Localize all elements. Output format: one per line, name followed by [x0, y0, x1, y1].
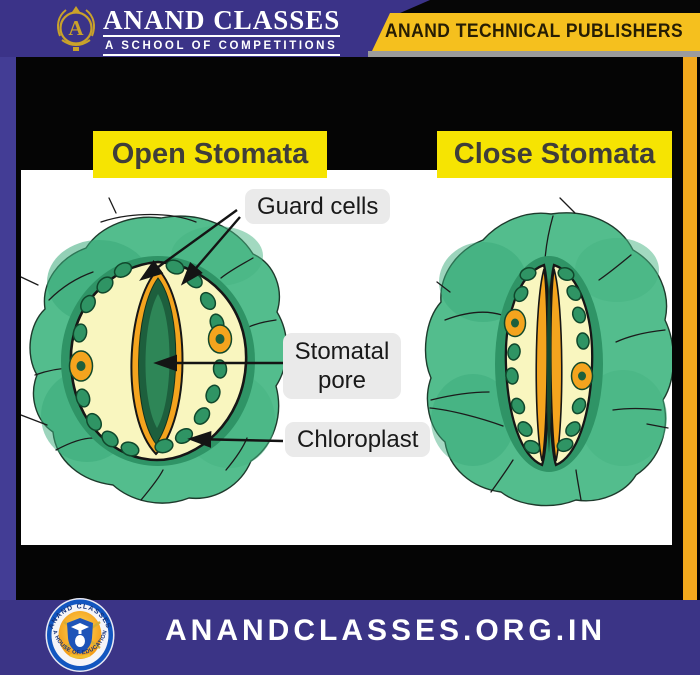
laurel-logo-icon: A: [57, 6, 95, 51]
diagram-panel: [20, 170, 675, 545]
publisher-banner: ANAND TECHNICAL PUBLISHERS: [372, 13, 700, 51]
brand-name: ANAND CLASSES: [103, 5, 341, 37]
header: ANAND TECHNICAL PUBLISHERS A ANAND CLASS…: [0, 0, 700, 57]
nucleus: [503, 308, 594, 391]
guard-cells-label: Guard cells: [245, 189, 391, 224]
crest-logo-icon: ANAND CLASSES A HOUSE OF EDUCATION: [45, 598, 115, 672]
stomata-illustration: [20, 197, 675, 507]
left-purple-strip: [0, 57, 16, 600]
close-stomata-title: Close Stomata: [437, 131, 672, 178]
svg-text:A: A: [68, 16, 84, 40]
nucleus: [68, 324, 233, 382]
open-stoma-figure: [20, 197, 288, 504]
stomatal-pore-label: Stomatal pore: [283, 333, 401, 399]
right-gold-strip: [683, 57, 697, 600]
footer: ANAND CLASSES A HOUSE OF EDUCATION ANAND…: [0, 598, 700, 675]
chloroplast-label: Chloroplast: [285, 422, 431, 457]
open-stomata-title: Open Stomata: [93, 131, 327, 178]
website-url: ANANDCLASSES.ORG.IN: [165, 614, 607, 647]
brand-block: ANAND CLASSES A SCHOOL OF COMPETITIONS: [103, 5, 341, 56]
header-gray-strip: [368, 51, 700, 57]
label-arrows: [139, 209, 284, 448]
header-black-notch: [400, 0, 700, 13]
publisher-name: ANAND TECHNICAL PUBLISHERS: [384, 21, 684, 42]
brand-tagline: A SCHOOL OF COMPETITIONS: [103, 37, 341, 56]
closed-stoma-figure: [424, 197, 675, 507]
